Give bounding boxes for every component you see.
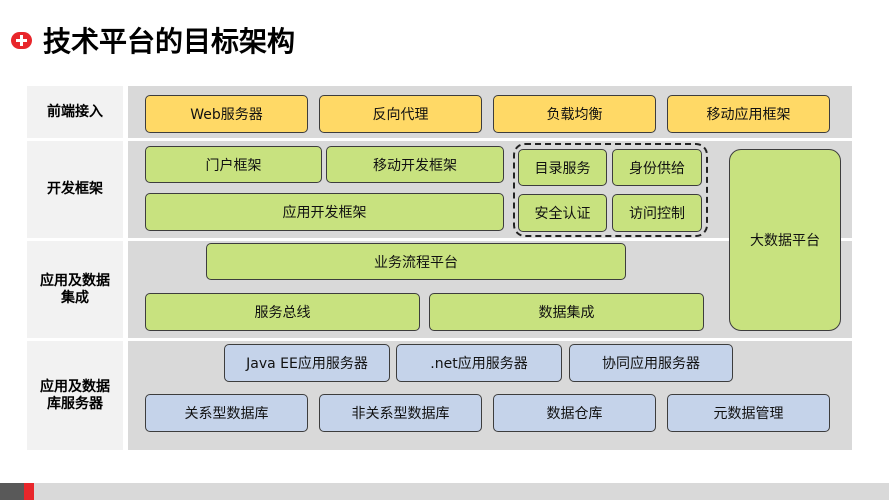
- footer-red-block: [24, 483, 34, 500]
- box-security-auth: 安全认证: [518, 194, 607, 232]
- box-mobile-app-framework: 移动应用框架: [667, 95, 830, 133]
- box-data-integration: 数据集成: [429, 293, 704, 331]
- box-service-bus: 服务总线: [145, 293, 420, 331]
- row-label-devframe: 开发框架: [27, 141, 123, 238]
- box-mobile-dev-framework: 移动开发框架: [326, 146, 504, 183]
- plus-badge-icon: [11, 32, 32, 49]
- box-access-control: 访问控制: [612, 194, 702, 232]
- box-big-data-platform: 大数据平台: [729, 149, 841, 331]
- box-web-server: Web服务器: [145, 95, 308, 133]
- row-label-servers: 应用及数据 库服务器: [27, 341, 123, 450]
- box-app-dev-framework: 应用开发框架: [145, 193, 504, 231]
- box-reverse-proxy: 反向代理: [319, 95, 482, 133]
- row-label-integration: 应用及数据 集成: [27, 241, 123, 338]
- box-dotnet-server: .net应用服务器: [396, 344, 562, 382]
- row-label-frontend: 前端接入: [27, 86, 123, 138]
- page-title: 技术平台的目标架构: [43, 25, 296, 58]
- box-portal-framework: 门户框架: [145, 146, 322, 183]
- footer-dark-block: [0, 483, 24, 500]
- box-identity-provisioning: 身份供给: [612, 149, 702, 186]
- box-directory-service: 目录服务: [518, 149, 607, 186]
- security-services-group: [513, 143, 708, 237]
- box-relational-db: 关系型数据库: [145, 394, 308, 432]
- box-bpm-platform: 业务流程平台: [206, 243, 626, 280]
- box-nonrelational-db: 非关系型数据库: [319, 394, 482, 432]
- box-collab-server: 协同应用服务器: [569, 344, 733, 382]
- box-metadata-mgmt: 元数据管理: [667, 394, 830, 432]
- box-javaee-server: Java EE应用服务器: [224, 344, 390, 382]
- footer-bar: [0, 483, 889, 500]
- box-data-warehouse: 数据仓库: [493, 394, 656, 432]
- box-load-balancer: 负载均衡: [493, 95, 656, 133]
